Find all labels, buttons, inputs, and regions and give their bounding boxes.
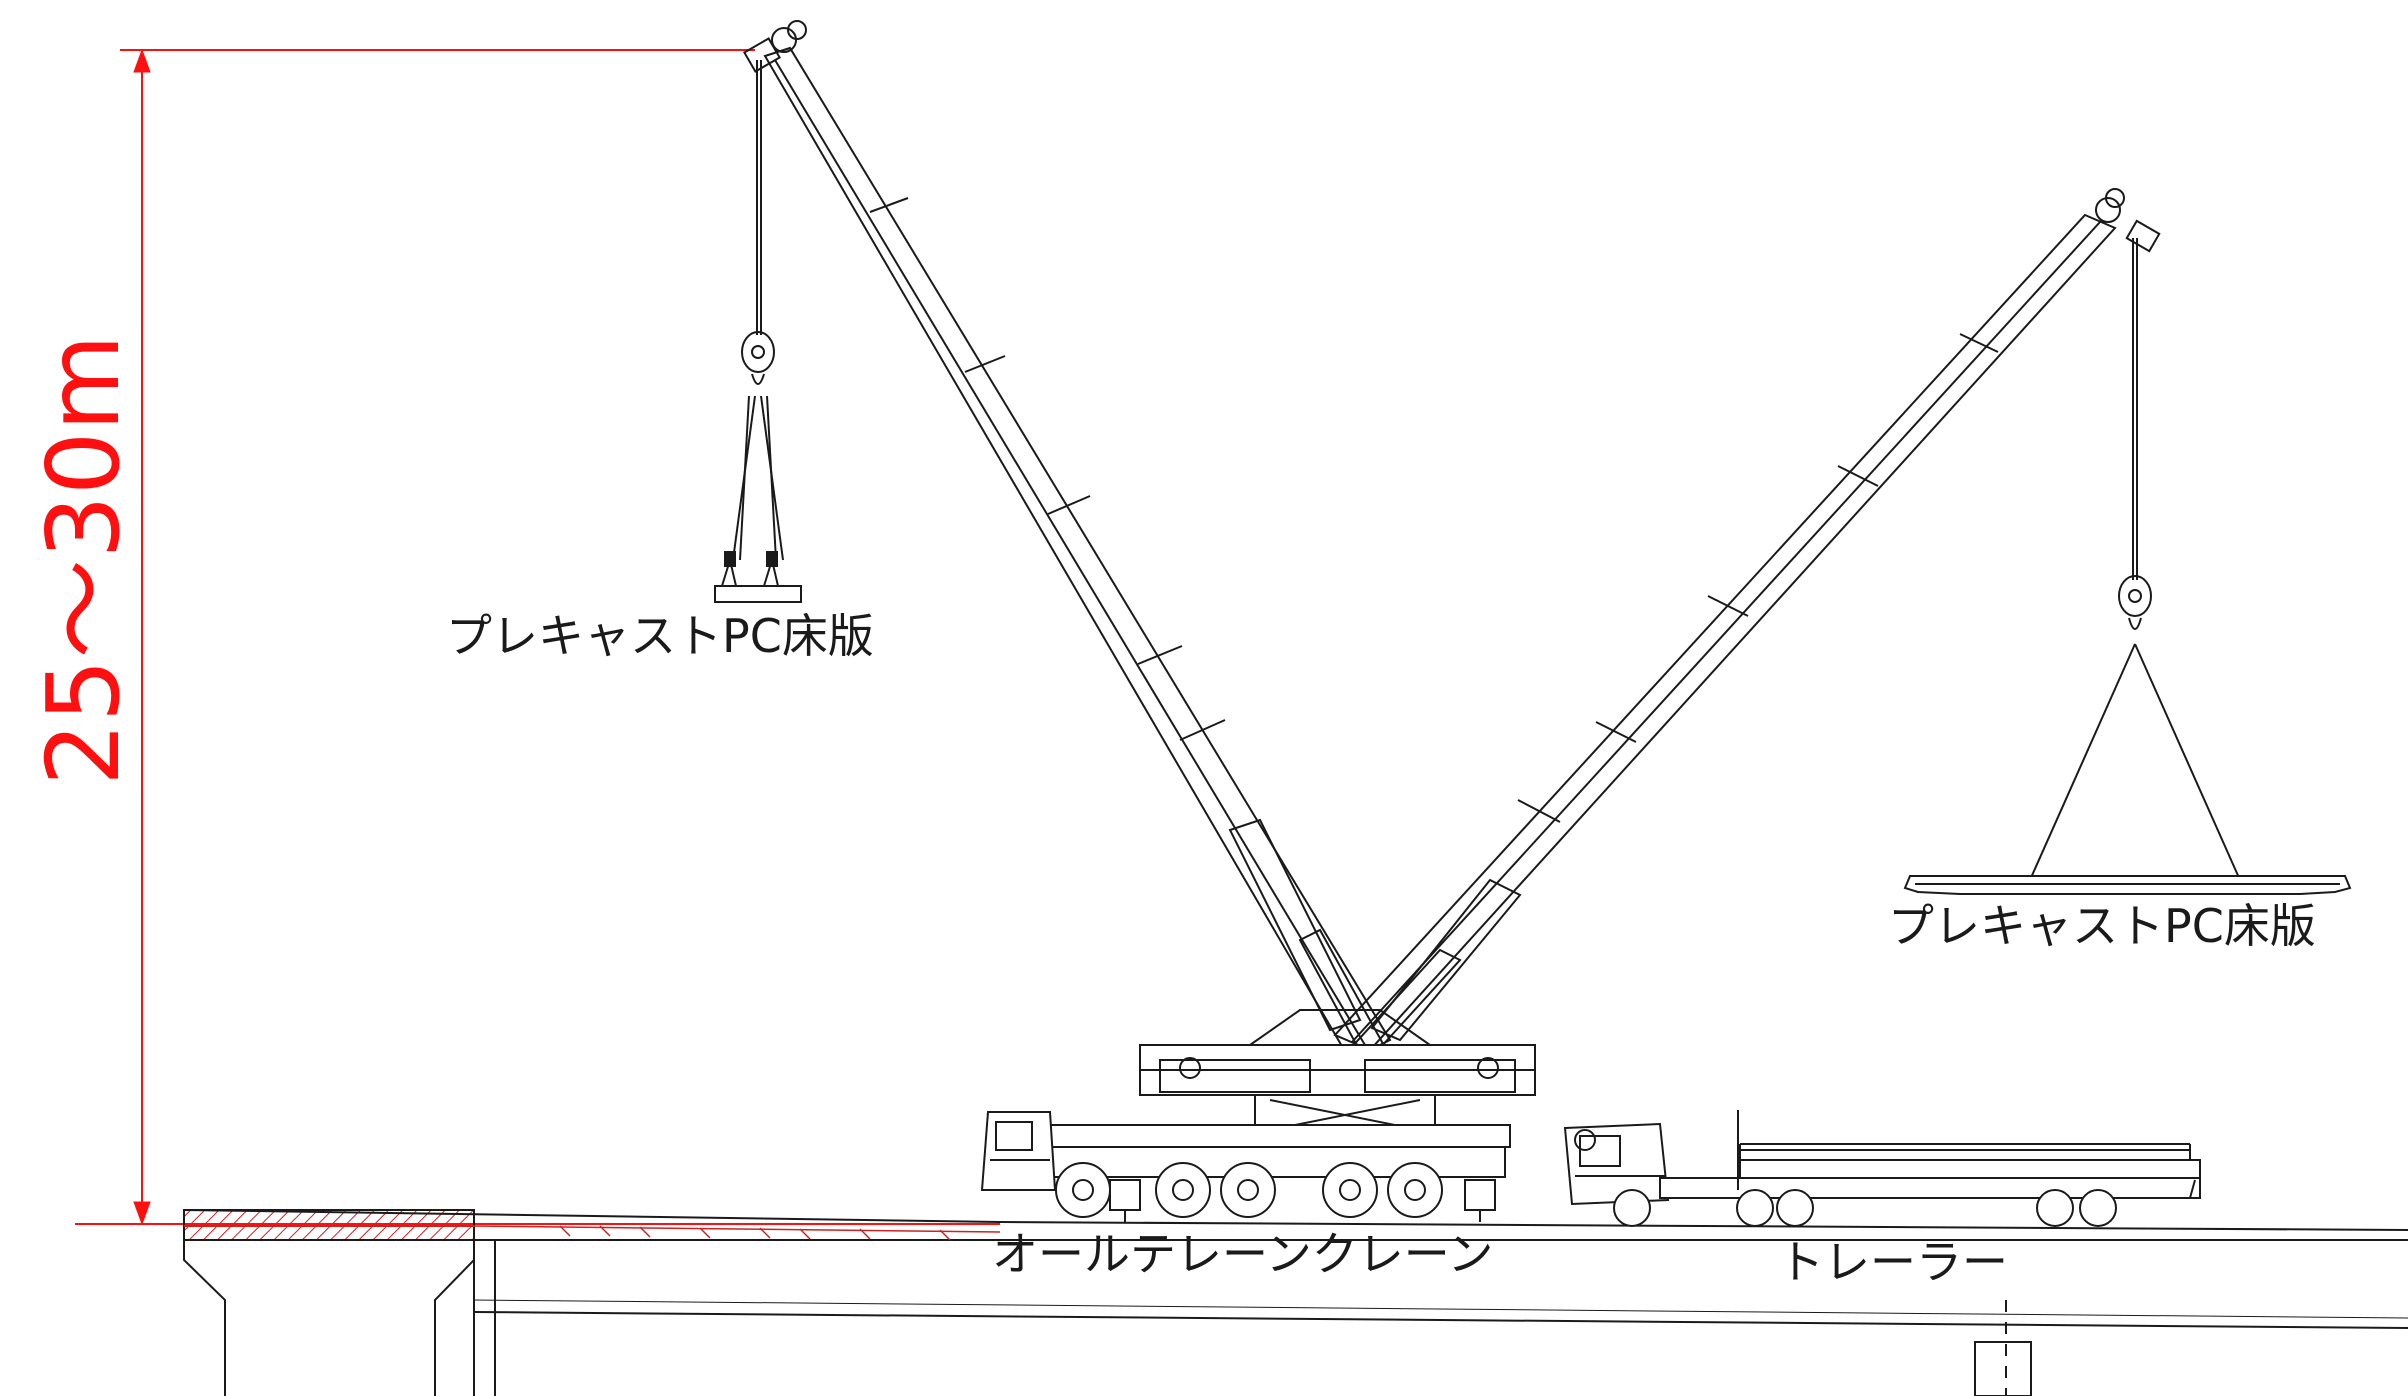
height-dimension-label: 25〜30m — [25, 334, 142, 786]
precast-slab-left — [714, 551, 802, 603]
deck-surface-line — [183, 1209, 1001, 1223]
trailer-truck-icon — [1563, 1110, 2201, 1227]
crane-label: オールテレーンクレーン — [992, 1227, 1493, 1281]
trailer-cab — [1563, 1122, 1670, 1206]
crane-boom-left — [743, 20, 1394, 1072]
hook-block-right-icon — [2118, 575, 2152, 617]
pier-right — [1974, 1341, 2032, 1396]
dimension-arrow-top-icon — [133, 48, 151, 73]
pier-left — [183, 1240, 226, 1396]
precast-slab-right — [1903, 875, 2352, 895]
hook-assembly-right — [2029, 238, 2241, 881]
hook-block-left-icon — [741, 331, 775, 373]
girder-bottom-line — [473, 1311, 2408, 1329]
slab-label-left: プレキャストPC床版 — [446, 609, 874, 663]
crane-wheels — [1055, 1162, 1443, 1218]
trailer-label: トレーラー — [1778, 1235, 2008, 1289]
bridge-structure — [183, 1209, 2408, 1396]
trailer-wheels — [1613, 1189, 2117, 1227]
deck-hatch-segments — [473, 1225, 1001, 1241]
slab-label-right: プレキャストPC床版 — [1888, 899, 2316, 953]
all-terrain-crane-icon — [980, 1009, 1536, 1222]
dimension-arrow-bottom-icon — [133, 1201, 151, 1226]
hook-assembly-left — [732, 60, 784, 561]
